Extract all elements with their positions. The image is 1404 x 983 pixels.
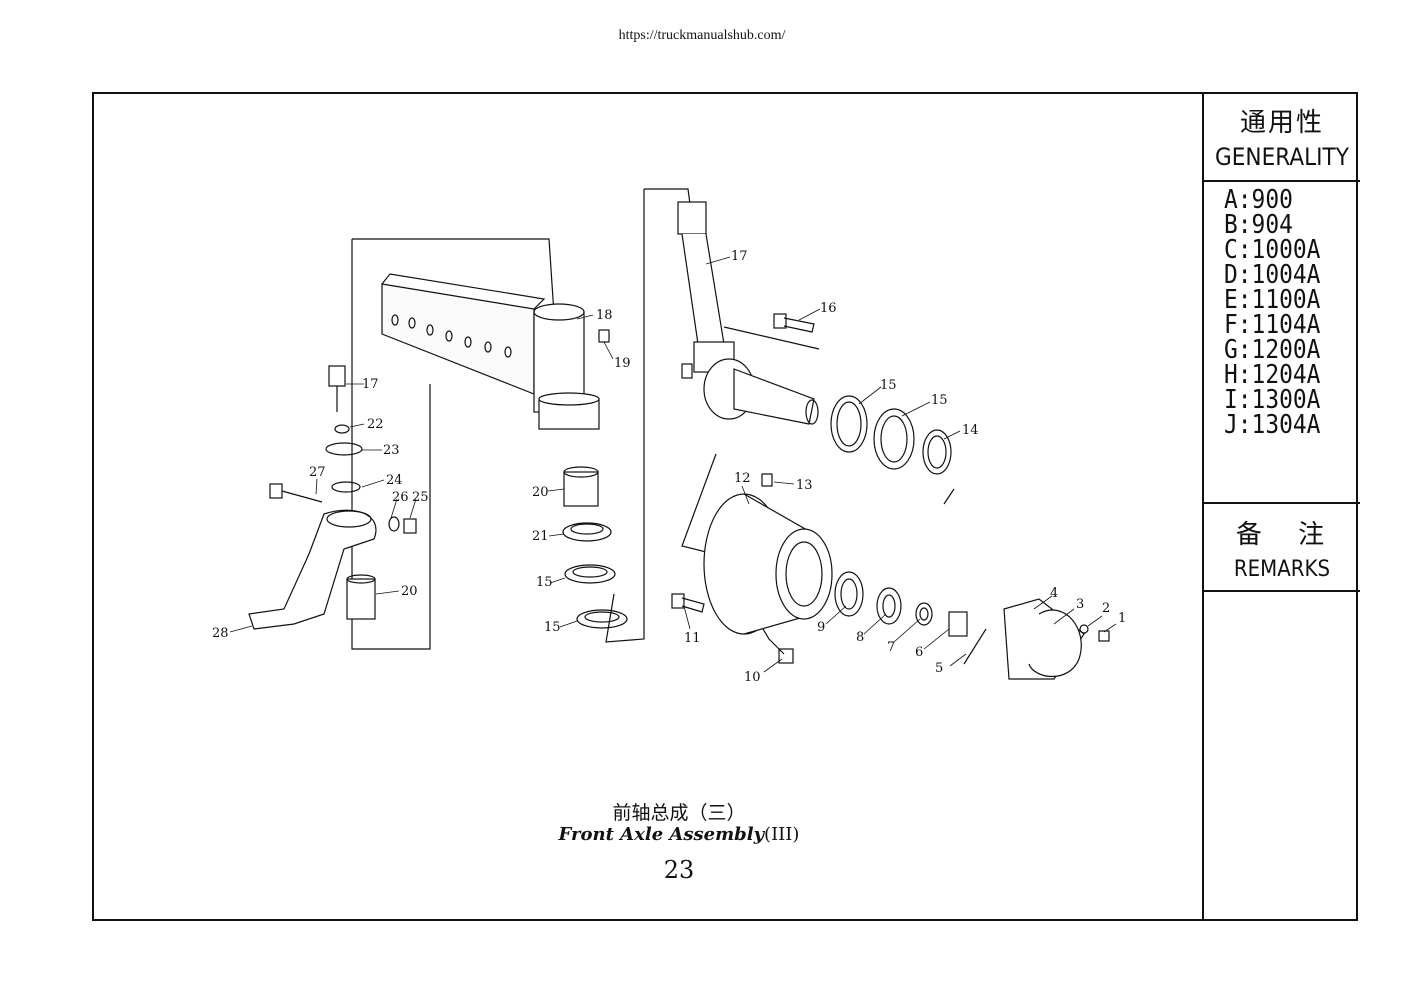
page-number: 23 xyxy=(663,856,695,884)
model-item: G:1200A xyxy=(1224,335,1321,365)
callout-11: 11 xyxy=(684,631,701,646)
model-item: D:1004A xyxy=(1224,260,1321,290)
exploded-parts-diagram: 1 2 3 4 5 6 7 8 9 10 11 12 13 14 15 15 1… xyxy=(212,188,1126,685)
caption-title-en: Front Axle Assembly(III) xyxy=(94,824,1264,845)
callout-19: 19 xyxy=(614,356,631,371)
model-item: H:1204A xyxy=(1224,360,1321,390)
callout-20-a: 20 xyxy=(532,485,549,500)
callout-13: 13 xyxy=(796,478,813,493)
generality-model-list: A:900 B:904 C:1000A D:1004A E:1100A F:11… xyxy=(1204,182,1360,504)
callout-22: 22 xyxy=(367,417,384,432)
callout-12: 12 xyxy=(734,471,751,486)
model-item: I:1300A xyxy=(1224,385,1321,415)
callout-25: 25 xyxy=(412,490,429,505)
callout-3: 3 xyxy=(1076,597,1084,612)
callout-18: 18 xyxy=(596,308,613,323)
remarks-title-cn: 备 注 xyxy=(1235,520,1339,550)
drawing-sheet: 1 2 3 4 5 6 7 8 9 10 11 12 13 14 15 15 1… xyxy=(92,92,1360,921)
callout-8: 8 xyxy=(856,630,864,645)
callout-15-d: 15 xyxy=(544,620,561,635)
callout-5: 5 xyxy=(935,661,943,676)
callout-23: 23 xyxy=(383,443,400,458)
callout-14: 14 xyxy=(962,423,979,438)
callout-9: 9 xyxy=(817,620,825,635)
callout-4: 4 xyxy=(1050,586,1058,601)
callout-2: 2 xyxy=(1102,601,1110,616)
sidebar-panel: 通用性 GENERALITY A:900 B:904 C:1000A D:100… xyxy=(1202,94,1360,919)
source-url: https://truckmanualshub.com/ xyxy=(618,28,786,43)
generality-title-cn: 通用性 xyxy=(1239,108,1324,138)
callout-27: 27 xyxy=(309,465,326,480)
callout-7: 7 xyxy=(887,640,895,655)
caption-title-cn: 前轴总成（三） xyxy=(612,802,746,824)
generality-header: 通用性 GENERALITY xyxy=(1204,94,1360,182)
model-item: F:1104A xyxy=(1224,310,1321,340)
model-item: J:1304A xyxy=(1224,410,1321,440)
caption-title-en-roman: (III) xyxy=(764,824,800,845)
callout-1: 1 xyxy=(1118,611,1126,626)
caption-title-en-text: Front Axle Assembly xyxy=(558,824,765,845)
callout-15-a: 15 xyxy=(931,393,948,408)
callout-6: 6 xyxy=(915,645,923,660)
callout-15-c: 15 xyxy=(536,575,553,590)
model-item: A:900 xyxy=(1224,185,1293,215)
remarks-title-en: REMARKS xyxy=(1233,557,1331,582)
callout-17-a: 17 xyxy=(731,249,748,264)
remarks-header: 备 注 REMARKS xyxy=(1204,504,1360,592)
callout-20-b: 20 xyxy=(401,584,418,599)
callout-10: 10 xyxy=(744,670,761,685)
model-item: C:1000A xyxy=(1224,235,1321,265)
generality-title-en: GENERALITY xyxy=(1215,143,1349,171)
callout-21: 21 xyxy=(532,529,549,544)
callout-17-b: 17 xyxy=(362,377,379,392)
callout-16: 16 xyxy=(820,301,837,316)
callout-24: 24 xyxy=(386,473,403,488)
callout-26: 26 xyxy=(392,490,409,505)
model-item: E:1100A xyxy=(1224,285,1321,315)
callout-28: 28 xyxy=(212,626,229,641)
callout-15-b: 15 xyxy=(880,378,897,393)
model-item: B:904 xyxy=(1224,210,1293,240)
